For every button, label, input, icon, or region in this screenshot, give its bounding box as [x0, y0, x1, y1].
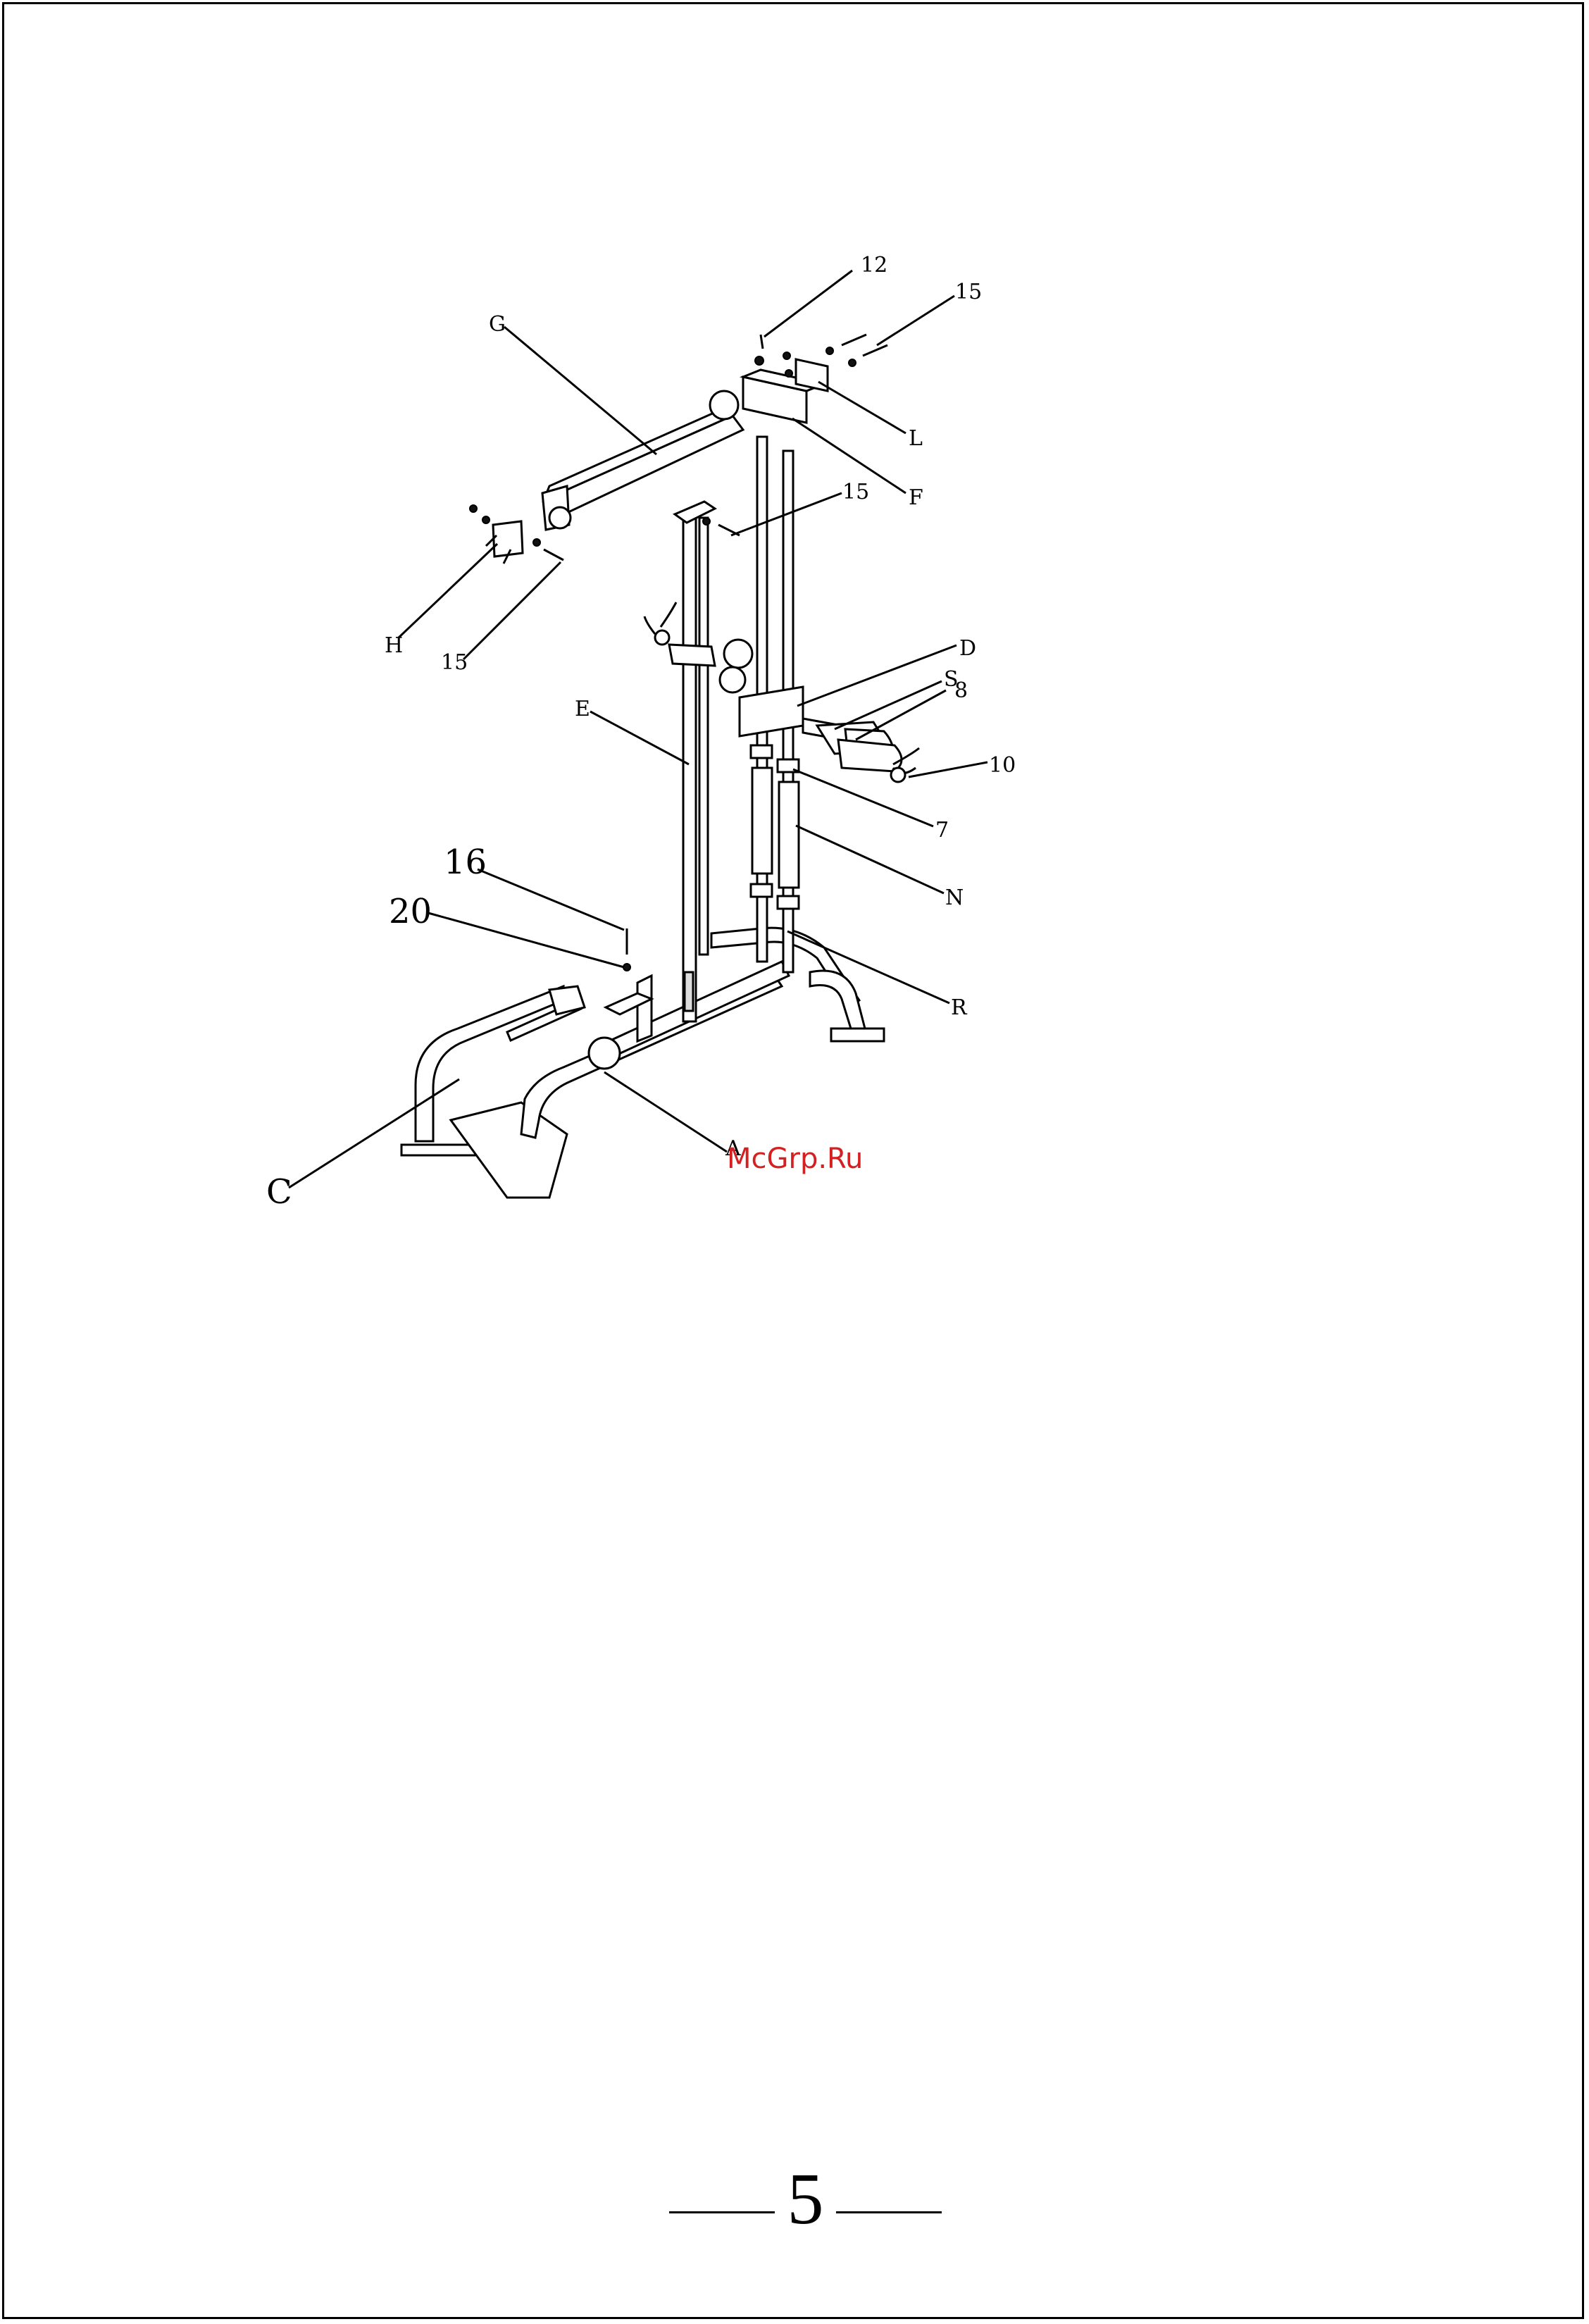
label-e: E: [575, 697, 590, 721]
leader-l: [818, 382, 906, 433]
nut-top-b: [785, 370, 792, 377]
leader-g: [504, 327, 656, 454]
nut-top-d: [849, 359, 856, 366]
leader-a: [604, 1072, 727, 1152]
leader-8: [856, 690, 946, 740]
washer-20: [623, 964, 630, 971]
label-15-top: 15: [955, 280, 982, 304]
nut-top-c: [826, 347, 833, 354]
label-8: 8: [954, 678, 968, 703]
horn-left: [669, 645, 715, 666]
upright-e-slot: [685, 972, 693, 1011]
collar-right-bot: [778, 896, 799, 909]
spring-clip-left: [644, 602, 676, 634]
label-20: 20: [389, 892, 432, 931]
arm-g-top: [544, 403, 736, 500]
leader-15-left: [463, 562, 561, 659]
nut-top-a: [783, 352, 790, 359]
label-7: 7: [935, 818, 949, 843]
label-10: 10: [989, 753, 1016, 778]
nut-h-a: [470, 505, 477, 512]
leader-r: [787, 931, 949, 1003]
leader-20: [428, 913, 624, 967]
carriage-pulley-top: [724, 640, 752, 668]
spring-clip-right-ring: [891, 768, 905, 782]
leader-7: [793, 769, 933, 826]
footer-rule-left: [669, 2211, 775, 2213]
arm-g-pulley-right: [710, 391, 738, 419]
leader-15-top: [877, 296, 954, 345]
page-number: 5: [775, 2163, 836, 2236]
upright-e-rear: [699, 518, 708, 955]
bracket-h: [493, 521, 523, 557]
nut-h-b: [482, 516, 490, 523]
base-pulley: [589, 1038, 620, 1069]
label-12: 12: [861, 253, 887, 278]
label-d: D: [959, 636, 976, 661]
label-f: F: [909, 485, 923, 510]
horn-end: [838, 740, 902, 771]
upright-e: [683, 518, 696, 1021]
leader-n: [796, 826, 944, 893]
label-l: L: [909, 426, 923, 451]
label-15-left: 15: [441, 650, 468, 675]
label-c: C: [266, 1172, 292, 1212]
label-g: G: [489, 312, 506, 337]
label-16: 16: [444, 843, 487, 882]
label-r: R: [951, 995, 968, 1020]
bolt-15-left: [544, 549, 563, 560]
nut-h-c: [533, 539, 540, 546]
nut-mid: [703, 518, 710, 525]
sleeve-left: [752, 768, 772, 874]
sleeve-right: [779, 782, 799, 888]
bolt-12: [761, 335, 763, 349]
footer-rule-right: [836, 2211, 942, 2213]
label-h: H: [385, 633, 403, 658]
main-base-bar: [606, 962, 789, 1057]
collar-left-top: [751, 745, 772, 758]
leader-10: [909, 762, 987, 777]
label-15-mid: 15: [842, 480, 869, 504]
leader-12: [764, 271, 852, 337]
collar-left-bot: [751, 884, 772, 897]
part-labels: 12 15 G L F 15 H 15 D S 8 E 10 7 N 16 20…: [266, 253, 1016, 1212]
arm-g-pulley-left: [549, 507, 571, 528]
leader-h: [398, 544, 497, 638]
base-foot-right: [831, 1029, 884, 1041]
spring-clip-left-ring: [655, 630, 669, 645]
post-16: [637, 976, 652, 1041]
watermark-text: McGrp.Ru: [727, 1143, 863, 1175]
arm-g: [544, 416, 743, 518]
washer-12: [755, 356, 764, 365]
base-curve-right-leg: [810, 971, 865, 1029]
machine-drawing: [401, 335, 919, 1198]
leader-16: [478, 869, 624, 930]
bolt-15-top-b: [863, 345, 887, 356]
leader-e: [590, 712, 689, 764]
carriage-pulley-mid: [720, 667, 745, 692]
label-n: N: [945, 886, 964, 910]
bolt-15-top-a: [842, 335, 866, 345]
